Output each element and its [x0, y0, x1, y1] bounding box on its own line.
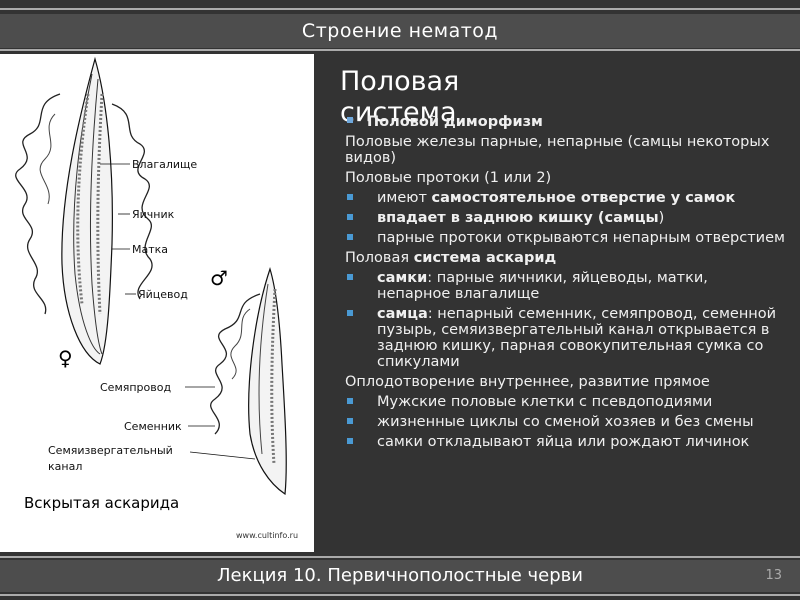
bullet-icon	[347, 438, 353, 444]
content-item-text: : парные яичники, яйцеводы, матки, непар…	[377, 270, 708, 302]
ascaris-drawing	[15, 56, 287, 496]
content-item: Половые протоки (1 или 2)	[345, 170, 785, 186]
content-item-text: Половая	[345, 250, 414, 266]
figure-caption: Вскрытая аскарида	[24, 494, 180, 512]
content-item: Половые железы парные, непарные (самцы н…	[345, 134, 785, 166]
female-symbol-icon: ♀	[58, 346, 73, 370]
bottom-divider-2	[0, 594, 800, 596]
content-item-bold-text: система аскарид	[413, 250, 557, 266]
bullet-icon	[347, 117, 353, 123]
label-testis: Семенник	[124, 420, 182, 433]
content-item-bold-text: самостоятельное отверстие у самок	[431, 190, 736, 206]
slide-footer: Лекция 10. Первичнополостные черви	[217, 565, 583, 586]
content-item-bold-text: самки	[377, 270, 428, 286]
content-item-text: самки откладывают яйца или рождают личин…	[377, 434, 750, 450]
bullet-icon	[347, 274, 353, 280]
bullet-icon	[347, 194, 353, 200]
content-item: впадает в заднюю кишку (самцы)	[345, 210, 785, 226]
male-symbol-icon: ♂	[210, 266, 228, 290]
bottom-divider	[0, 556, 800, 558]
top-divider	[0, 8, 800, 10]
content-item-text: Половые протоки (1 или 2)	[345, 170, 552, 186]
label-oviduct: Яйцевод	[138, 288, 188, 301]
label-ejaculatory-canal-1: Семяизвергательный	[48, 444, 173, 457]
content-item: Половая система аскарид	[345, 250, 785, 266]
label-ovary: Яичник	[132, 208, 175, 221]
content-item: жизненные циклы со сменой хозяев и без с…	[345, 414, 785, 430]
content-item: парные протоки открываются непарным отве…	[345, 230, 785, 246]
content-item-text: : непарный семенник, семяпровод, семенно…	[377, 306, 777, 370]
content-item-bold-text: самца	[377, 306, 428, 322]
content-item-text: Оплодотворение внутреннее, развитие прям…	[345, 374, 710, 390]
content-item-text: имеют	[377, 190, 432, 206]
content-item: самки: парные яичники, яйцеводы, матки, …	[345, 270, 785, 302]
content-item-bold-text: впадает в заднюю кишку (самцы	[377, 210, 659, 226]
content-item-text: Половые железы парные, непарные (самцы н…	[345, 134, 770, 166]
content-item-text: жизненные циклы со сменой хозяев и без с…	[377, 414, 754, 430]
content-item-text: )	[658, 210, 665, 226]
footer-bar	[0, 560, 800, 592]
content-item: Оплодотворение внутреннее, развитие прям…	[345, 374, 785, 390]
label-ejaculatory-canal-2: канал	[48, 460, 83, 473]
figure-source: www.cultinfo.ru	[236, 531, 299, 540]
label-vas-deferens: Семяпровод	[100, 381, 172, 394]
page-number: 13	[765, 568, 782, 583]
content-item: самца: непарный семенник, семяпровод, се…	[345, 306, 785, 370]
bullet-icon	[347, 234, 353, 240]
bullet-icon	[347, 310, 353, 316]
slide-title: Строение нематод	[0, 14, 800, 48]
content-item-text: Половой диморфизм	[367, 114, 543, 130]
bullet-icon	[347, 214, 353, 220]
label-uterus: Матка	[132, 243, 169, 256]
content-item: самки откладывают яйца или рождают личин…	[345, 434, 785, 450]
bullet-icon	[347, 418, 353, 424]
content-item: Половой диморфизм	[345, 114, 785, 130]
content-item-text: Мужские половые клетки с псевдоподиями	[377, 394, 713, 410]
title-divider	[0, 49, 800, 51]
ascaris-figure: Влагалище Яичник Матка Яйцевод Семяпрово…	[0, 54, 314, 552]
label-vagina: Влагалище	[132, 158, 198, 171]
bullet-icon	[347, 398, 353, 404]
content-item: Мужские половые клетки с псевдоподиями	[345, 394, 785, 410]
slide-heading: Половая система	[340, 66, 460, 128]
content-item: имеют самостоятельное отверстие у самок	[345, 190, 785, 206]
content-item-text: парные протоки открываются непарным отве…	[377, 230, 785, 246]
